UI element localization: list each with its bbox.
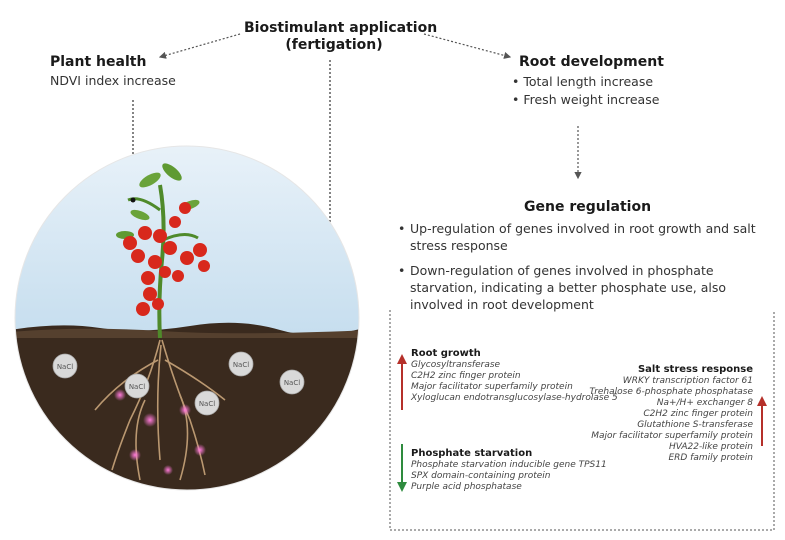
root-development-item: • Total length increase — [512, 74, 654, 89]
gene-item: Glycosyltransferase — [411, 360, 501, 370]
nacl-label: NaCl — [233, 361, 249, 369]
nacl-badges: NaCl NaCl NaCl NaCl NaCl — [52, 351, 305, 416]
gene-item: WRKY transcription factor 61 — [622, 376, 753, 386]
phosphate-starvation-title: Phosphate starvation — [411, 448, 533, 459]
nacl-label: NaCl — [129, 383, 145, 391]
center-title-line1: Biostimulant application — [244, 20, 438, 36]
gene-item: HVA22-like protein — [669, 442, 753, 452]
nacl-badge — [279, 369, 305, 395]
plant-health-title: Plant health — [50, 54, 147, 70]
nacl-badge — [194, 390, 220, 416]
gene-item: Phosphate starvation inducible gene TPS1… — [411, 460, 607, 470]
gene-item: Xyloglucan endotransglucosylase-hydrolas… — [411, 393, 618, 403]
root-growth-gene-list: Glycosyltransferase C2H2 zinc finger pro… — [411, 360, 618, 404]
connector-to-root-development — [423, 33, 512, 59]
gene-item: SPX domain-containing protein — [411, 471, 551, 481]
salt-stress-title: Salt stress response — [637, 364, 753, 375]
root-growth-title: Root growth — [411, 348, 481, 359]
gene-item: Trehalose 6-phosphate phosphatase — [589, 387, 753, 397]
root-development-item: • Fresh weight increase — [512, 92, 660, 107]
gene-item: C2H2 zinc finger protein — [643, 409, 753, 419]
gene-regulation-bullets: • Up-regulation of genes involved in roo… — [398, 220, 768, 313]
gene-item: Purple acid phosphatase — [411, 482, 522, 492]
nacl-label: NaCl — [199, 400, 215, 408]
connector-to-plant-health — [158, 33, 241, 59]
center-title: Biostimulant application (fertigation) — [244, 20, 438, 54]
root-development-list: • Total length increase • Fresh weight i… — [512, 73, 659, 109]
phosphate-starvation-gene-list: Phosphate starvation inducible gene TPS1… — [411, 460, 607, 493]
gene-item: Na+/H+ exchanger 8 — [656, 398, 753, 408]
plant-health-detail: NDVI index increase — [50, 73, 176, 88]
nacl-badge — [228, 351, 254, 377]
nacl-badge — [124, 373, 150, 399]
nacl-label: NaCl — [57, 363, 73, 371]
nacl-label: NaCl — [284, 379, 300, 387]
gene-regulation-title: Gene regulation — [524, 199, 652, 215]
gene-item: Major facilitator superfamily protein — [591, 431, 753, 441]
center-title-line2: (fertigation) — [285, 37, 383, 53]
gene-item: ERD family protein — [668, 453, 753, 463]
root-development-title: Root development — [519, 54, 664, 70]
gene-item: C2H2 zinc finger protein — [411, 371, 521, 381]
nacl-badge — [52, 353, 78, 379]
gene-item: Glutathione S-transferase — [637, 420, 753, 430]
gene-item: Major facilitator superfamily protein — [411, 382, 573, 392]
plant-soil-scene — [15, 146, 359, 490]
gene-regulation-bullet: • Up-regulation of genes involved in roo… — [398, 221, 756, 253]
salt-stress-gene-list: WRKY transcription factor 61 Trehalose 6… — [589, 376, 753, 464]
gene-regulation-bullet: • Down-regulation of genes involved in p… — [398, 263, 727, 312]
gene-box-border — [389, 310, 775, 531]
